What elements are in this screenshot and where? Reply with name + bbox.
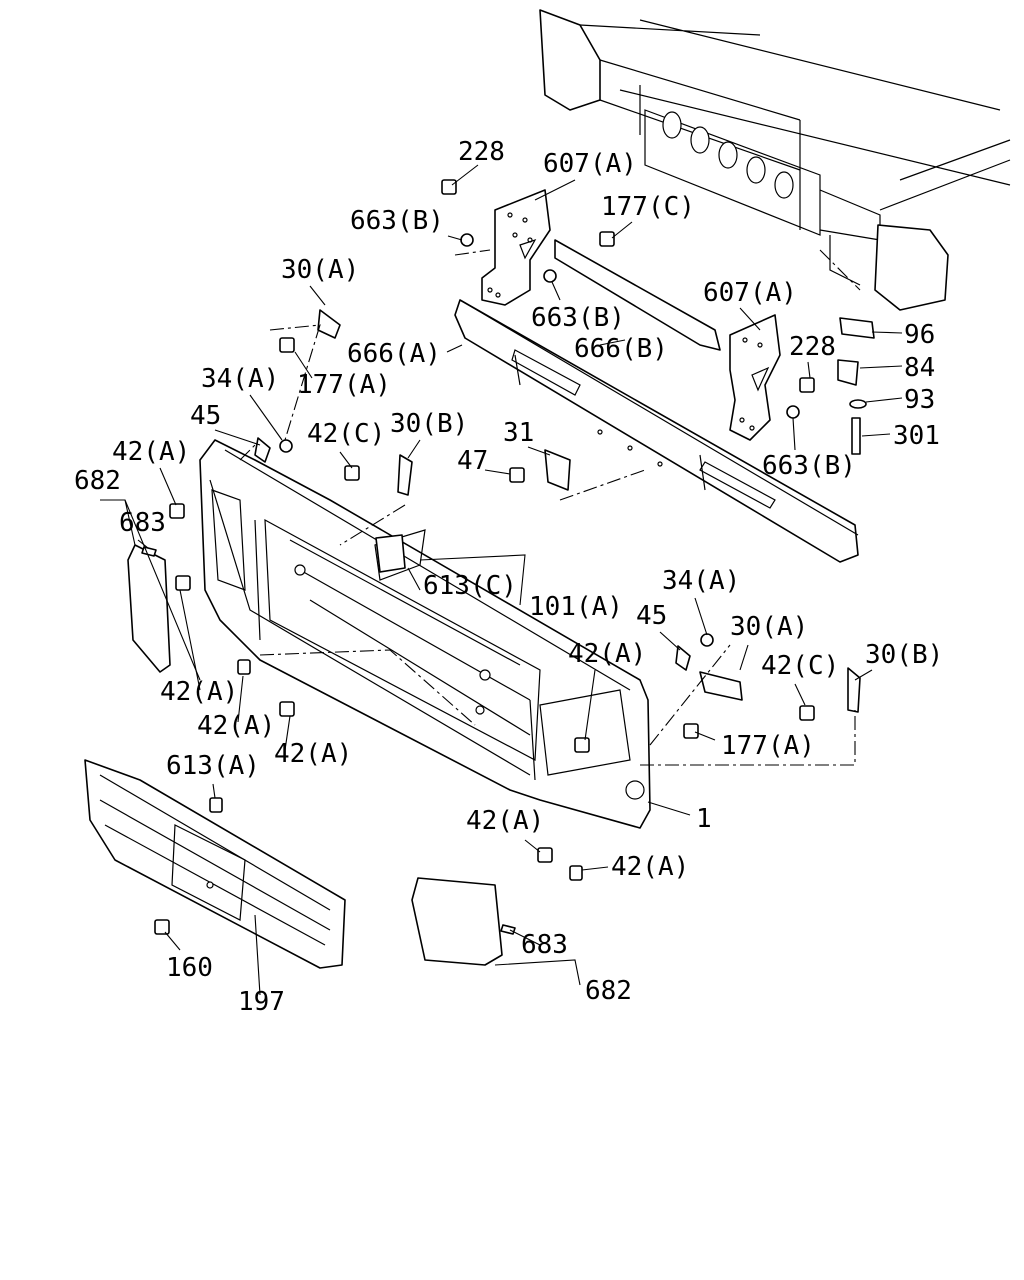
callout-c607a1: 607(A) [543,149,637,179]
front-panel-1 [199,439,651,829]
callout-c42a6: 42(A) [466,806,544,836]
callout-c663b3: 663(B) [762,451,856,481]
callout-c160: 160 [166,953,213,983]
callout-c42a7: 42(A) [611,852,689,882]
callout-c177a2: 177(A) [721,731,815,761]
assembly-lines [239,249,861,766]
callout-c45a: 45 [190,401,221,431]
callout-c301: 301 [893,421,940,451]
callout-c42a1: 42(A) [112,437,190,467]
callout-c228a: 228 [458,137,505,167]
callout-c96: 96 [904,320,935,350]
callout-c30a1: 30(A) [281,255,359,285]
callout-c30b1: 30(B) [390,409,468,439]
callout-c228b: 228 [789,332,836,362]
callout-c93: 93 [904,385,935,415]
callout-c666b: 666(B) [574,334,668,364]
callout-c30b2: 30(B) [865,640,943,670]
callout-c34a1: 34(A) [201,364,279,394]
callout-c683b: 683 [521,930,568,960]
callout-c34a2: 34(A) [662,566,740,596]
truck-frame [539,9,1011,311]
callout-c42a5: 42(A) [274,739,352,769]
callout-c177a1: 177(A) [297,370,391,400]
callout-c666a: 666(A) [347,339,441,369]
callout-c45b: 45 [636,601,667,631]
gasket-682-left [127,544,171,673]
callout-c177c: 177(C) [601,192,695,222]
bracket-607a-right [729,314,781,441]
bracket-607a-left [481,189,551,306]
callout-c613a: 613(A) [166,751,260,781]
callout-c42a4: 42(A) [197,711,275,741]
callout-c47: 47 [457,446,488,476]
callout-c613c: 613(C) [423,571,517,601]
callout-labels: 228 607(A) 663(B) 177(C) 30(A) 663(B) 607(A) 96… [74,137,943,1017]
callout-c42c2: 42(C) [761,651,839,681]
callout-c682a: 682 [74,466,121,496]
callout-c42c1: 42(C) [307,419,385,449]
gasket-682-right [411,877,503,966]
callout-c682b: 682 [585,976,632,1006]
hardware [141,179,875,935]
callout-c84: 84 [904,353,935,383]
callout-c1: 1 [696,804,712,834]
bumper-stay-666b [554,239,721,351]
callout-c197: 197 [238,987,285,1017]
callout-c683a: 683 [119,508,166,538]
callout-c42a3: 42(A) [160,677,238,707]
leader-lines [100,164,903,996]
grille-197 [84,759,346,969]
callout-c101a: 101(A) [529,592,623,622]
callout-c607a2: 607(A) [703,278,797,308]
callout-c30a2: 30(A) [730,612,808,642]
callout-c31: 31 [503,418,534,448]
bumper-666a [454,299,859,563]
callout-c663b1: 663(B) [350,206,444,236]
callout-c42a2: 42(A) [568,639,646,669]
callout-c663b2: 663(B) [531,303,625,333]
